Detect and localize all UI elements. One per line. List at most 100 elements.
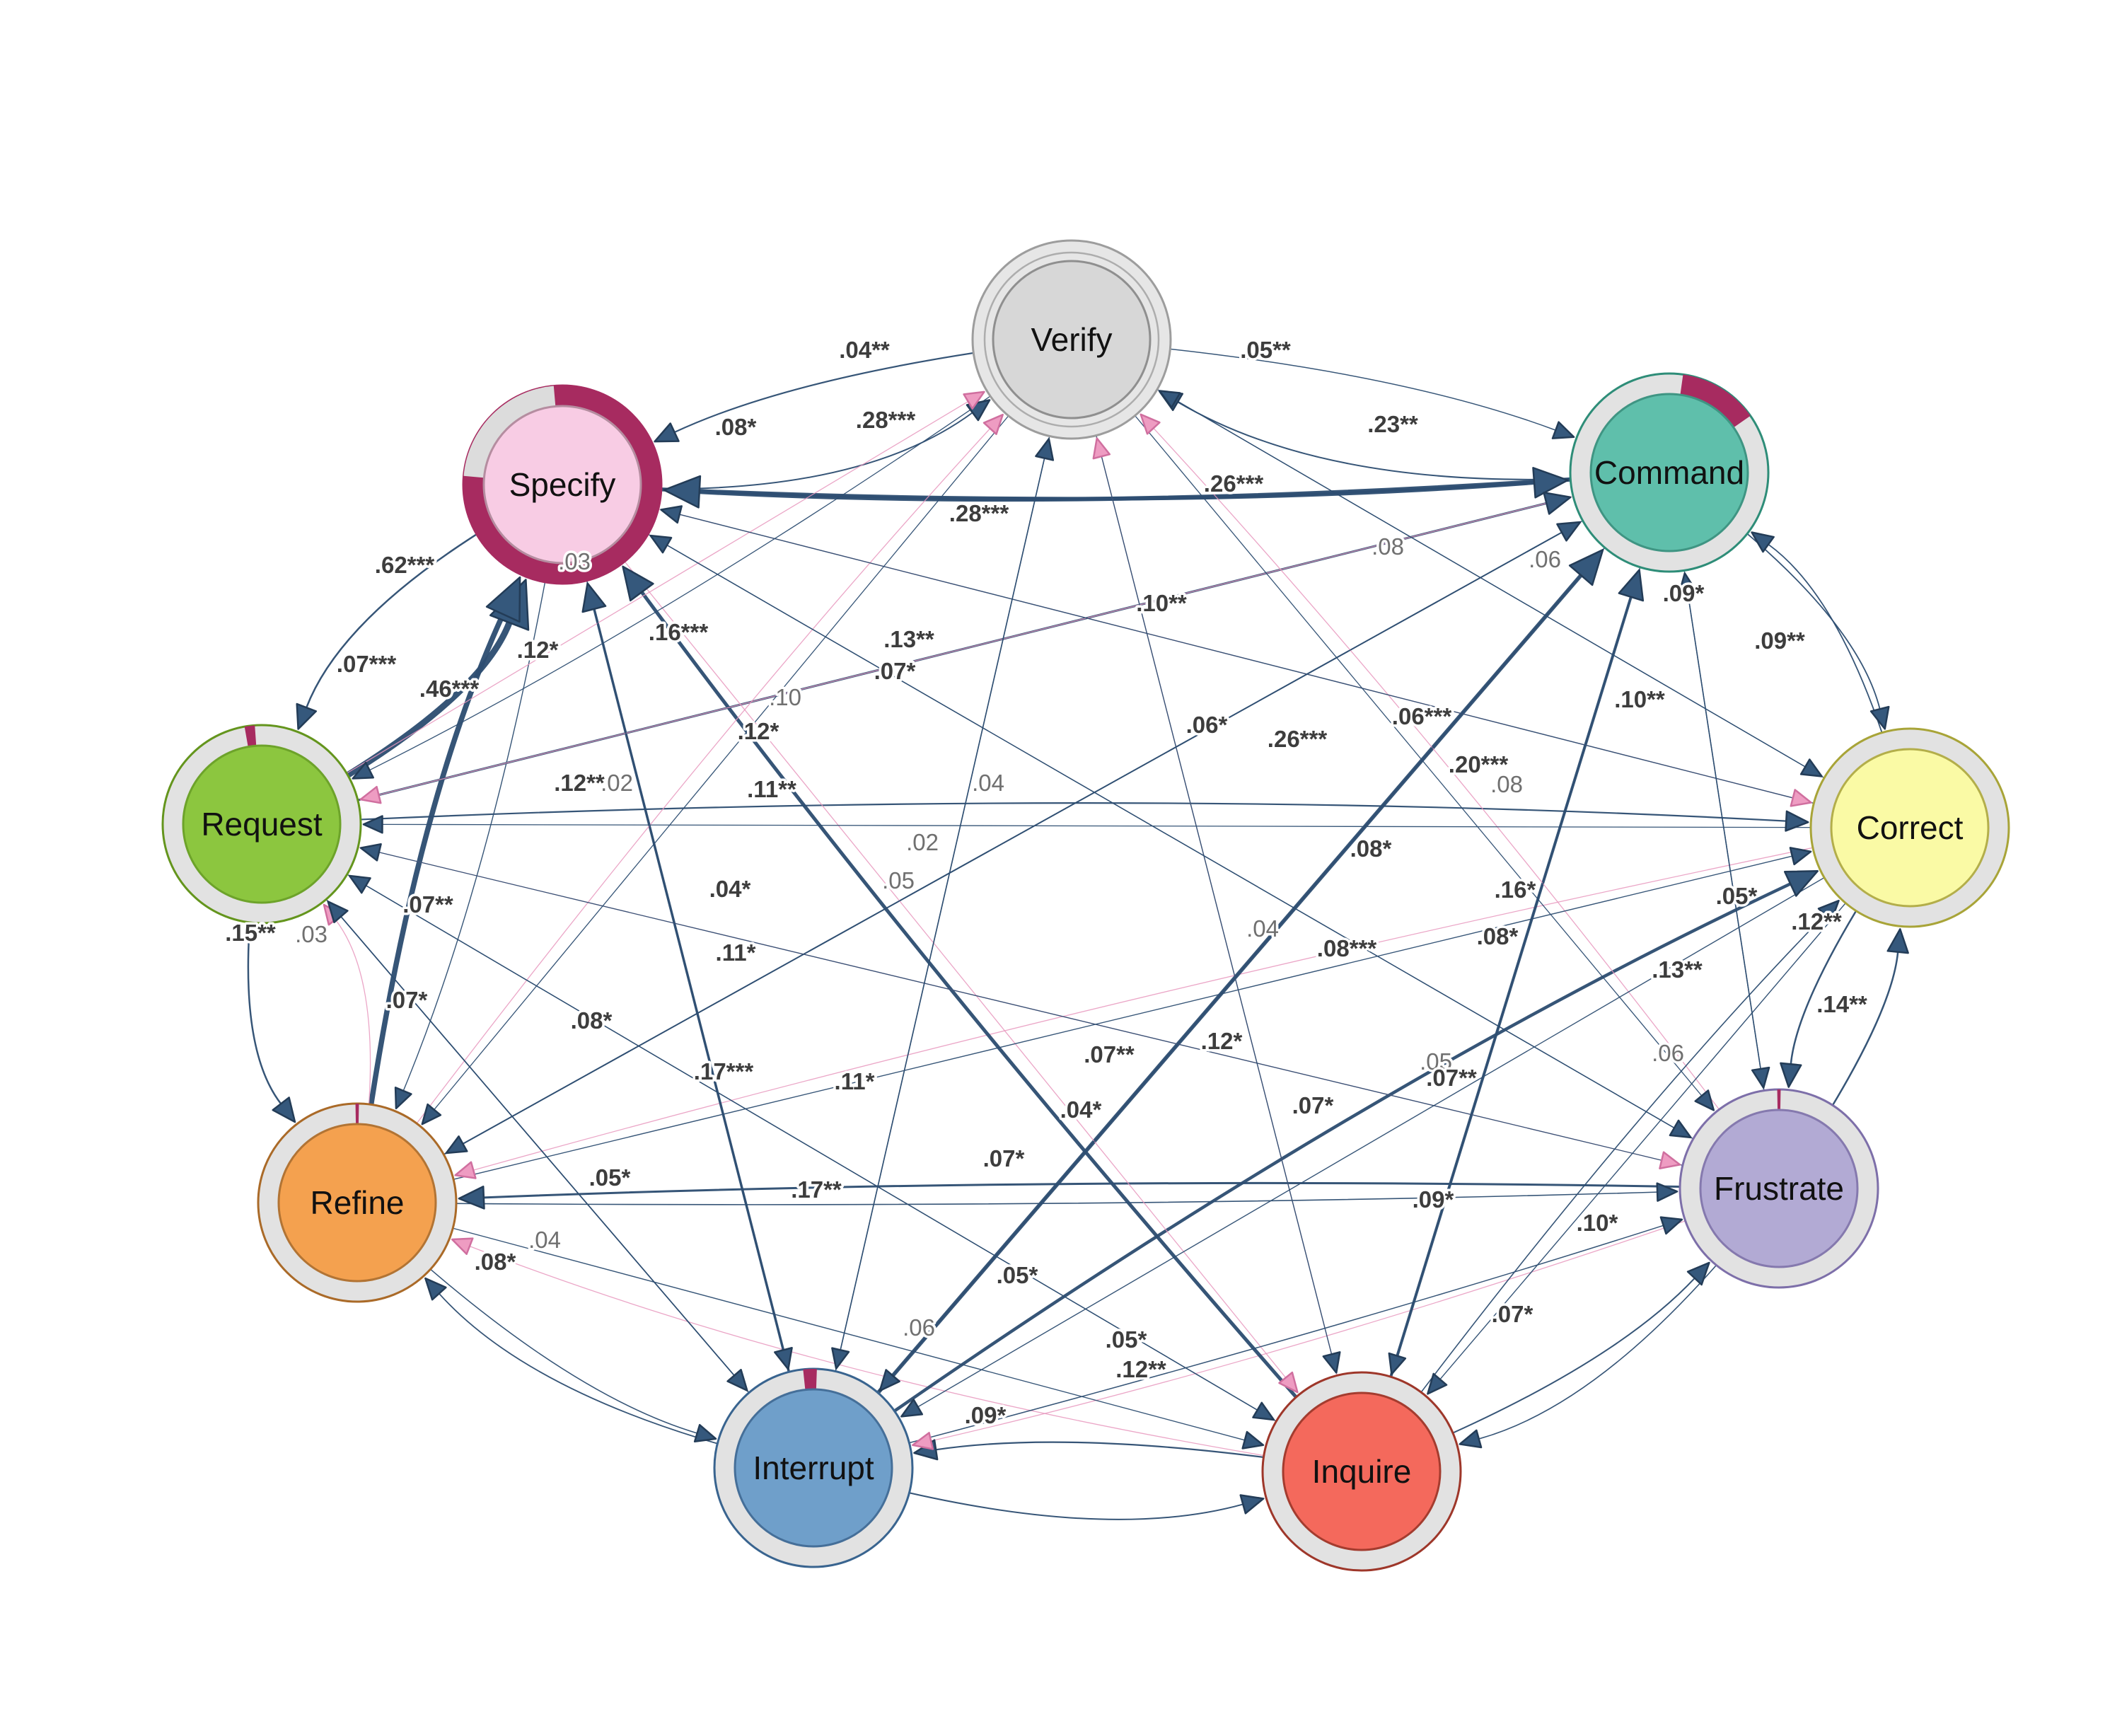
arrowhead-command-to-inquire bbox=[1388, 1352, 1407, 1375]
edge-refine-to-frustrate bbox=[356, 1191, 1658, 1205]
coefficient-label-15: .12* bbox=[517, 637, 559, 663]
coefficient-label-49: .07* bbox=[386, 987, 428, 1013]
coefficient-label-16: .07*** bbox=[337, 651, 397, 677]
node-specify-label: Specify bbox=[509, 466, 616, 503]
arrowhead-frustrate-to-refine bbox=[458, 1186, 485, 1210]
arrowhead-inquire-to-command bbox=[1618, 569, 1645, 602]
coefficient-label-26: .10** bbox=[1614, 686, 1665, 712]
arrowhead-specify-to-command bbox=[1532, 466, 1569, 499]
edge-interrupt-to-correct bbox=[812, 882, 1792, 1469]
arrowhead-refine-to-inquire bbox=[1241, 1430, 1265, 1449]
edge-specify-to-interrupt bbox=[562, 484, 784, 1350]
node-command-circle bbox=[1589, 393, 1749, 552]
coefficient-label-58: .07* bbox=[1292, 1092, 1334, 1118]
coefficient-label-5: .26*** bbox=[1204, 470, 1264, 497]
edge-inquire-to-refine bbox=[469, 1246, 1362, 1472]
arrowhead-interrupt-to-inquire bbox=[1239, 1494, 1265, 1515]
edge-frustrate-to-verify bbox=[1153, 427, 1780, 1189]
coefficient-label-33: .05 bbox=[882, 867, 915, 893]
arrowhead-specify-to-frustrate bbox=[1669, 1119, 1692, 1139]
edge-frustrate-to-request bbox=[378, 852, 1780, 1189]
arrowhead-frustrate-to-request bbox=[359, 843, 382, 862]
coefficient-label-3: .28*** bbox=[856, 407, 916, 433]
edge-refine-to-specify bbox=[354, 613, 506, 1203]
arrowhead-request-to-refine bbox=[272, 1096, 296, 1123]
coefficient-label-51: .11* bbox=[835, 1068, 875, 1094]
arrowhead-frustrate-to-interrupt bbox=[912, 1432, 934, 1450]
coefficient-label-7: .08 bbox=[1372, 533, 1404, 560]
edge-frustrate-to-interrupt bbox=[931, 1188, 1780, 1442]
node-request-label: Request bbox=[201, 806, 323, 843]
arrowhead-command-to-refine bbox=[445, 1135, 468, 1155]
edge-refine-to-correct bbox=[356, 855, 1792, 1203]
coefficient-label-14: .16*** bbox=[649, 619, 709, 645]
coefficient-label-18: .13** bbox=[883, 626, 934, 652]
arrowhead-refine-to-verify bbox=[982, 413, 1004, 435]
edge-specify-to-command bbox=[562, 480, 1535, 501]
arrowhead-correct-to-command bbox=[1751, 531, 1775, 553]
arrowhead-specify-to-interrupt bbox=[774, 1347, 793, 1370]
coefficient-label-62: .10* bbox=[1577, 1210, 1618, 1236]
coefficient-label-70: .09* bbox=[965, 1402, 1007, 1428]
arrowhead-frustrate-to-command bbox=[1678, 572, 1698, 596]
coefficient-label-50: .17*** bbox=[694, 1058, 754, 1084]
edge-command-to-interrupt bbox=[892, 472, 1670, 1377]
node-interrupt-ring-segment bbox=[803, 1369, 817, 1389]
arrowhead-inquire-to-refine bbox=[451, 1237, 474, 1255]
arrowhead-frustrate-to-inquire bbox=[1459, 1429, 1483, 1449]
coefficient-label-41: .08*** bbox=[1317, 935, 1377, 961]
coefficient-label-4: .23** bbox=[1367, 411, 1418, 437]
arrowhead-interrupt-to-command bbox=[1568, 548, 1604, 586]
coefficient-label-40: .04 bbox=[1246, 915, 1279, 942]
coefficient-label-53: .07** bbox=[1084, 1041, 1135, 1067]
node-command: Command bbox=[1569, 372, 1770, 573]
arrowhead-request-to-verify bbox=[963, 390, 985, 410]
node-inquire: Inquire bbox=[1261, 1371, 1462, 1572]
arrowhead-inquire-to-correct bbox=[1817, 899, 1840, 922]
node-inquire-label: Inquire bbox=[1312, 1453, 1412, 1490]
coefficient-label-48: .08* bbox=[571, 1007, 613, 1034]
coefficient-label-11: .10** bbox=[1136, 590, 1187, 616]
edge-frustrate-to-refine bbox=[483, 1181, 1780, 1199]
coefficient-label-20: .10 bbox=[769, 684, 801, 710]
arrowhead-verify-to-frustrate bbox=[1694, 1089, 1715, 1111]
edge-verify-to-frustrate bbox=[1071, 339, 1703, 1096]
node-interrupt: Interrupt bbox=[713, 1367, 914, 1568]
coefficient-label-38: .12** bbox=[1791, 908, 1842, 934]
edge-refine-to-inquire bbox=[356, 1202, 1245, 1441]
arrowhead-specify-to-correct bbox=[1790, 789, 1812, 807]
edge-request-to-correct bbox=[261, 802, 1787, 826]
node-request-circle bbox=[182, 744, 342, 904]
arrowhead-command-to-specify bbox=[663, 475, 702, 509]
coefficient-label-10: .09** bbox=[1754, 627, 1805, 654]
edge-interrupt-to-frustrate bbox=[813, 1225, 1664, 1469]
node-refine: Refine bbox=[257, 1102, 458, 1303]
coefficient-label-60: .17** bbox=[791, 1176, 842, 1203]
edge-correct-to-verify bbox=[1176, 400, 1911, 828]
node-verify-circle bbox=[992, 260, 1152, 419]
edge-inquire-to-specify bbox=[640, 591, 1363, 1473]
arrowhead-verify-to-refine bbox=[421, 1103, 442, 1125]
coefficient-label-56: .05 bbox=[1420, 1048, 1452, 1075]
edge-labels-layer: .04**.05**.08*.28***.23**.26***.28***.08… bbox=[223, 335, 1870, 1431]
coefficient-label-63: .04 bbox=[528, 1227, 561, 1253]
arrowhead-verify-to-interrupt bbox=[831, 1347, 850, 1370]
coefficient-label-54: .12* bbox=[1201, 1028, 1243, 1054]
node-refine-circle bbox=[277, 1123, 437, 1283]
arrowhead-inquire-to-request bbox=[348, 874, 371, 894]
coefficient-label-1: .05** bbox=[1240, 337, 1291, 363]
edge-correct-to-refine bbox=[473, 827, 1911, 1171]
coefficient-label-45: .15** bbox=[225, 920, 276, 946]
arrowhead-correct-to-specify bbox=[660, 505, 683, 524]
coefficient-label-66: .05* bbox=[997, 1262, 1038, 1288]
coefficient-label-21: .06* bbox=[1186, 712, 1228, 738]
arrowhead-verify-to-correct bbox=[1799, 758, 1823, 777]
edge-specify-to-refine bbox=[402, 484, 563, 1092]
coefficient-label-61: .09* bbox=[1413, 1186, 1454, 1213]
coefficient-label-27: .12* bbox=[738, 718, 779, 744]
arrowhead-inquire-to-frustrate bbox=[1686, 1261, 1710, 1286]
edge-correct-to-request bbox=[382, 823, 1911, 828]
coefficient-label-67: .06 bbox=[903, 1314, 935, 1341]
arrowhead-command-to-interrupt bbox=[879, 1369, 900, 1392]
coefficient-label-13: .03 bbox=[558, 548, 591, 574]
